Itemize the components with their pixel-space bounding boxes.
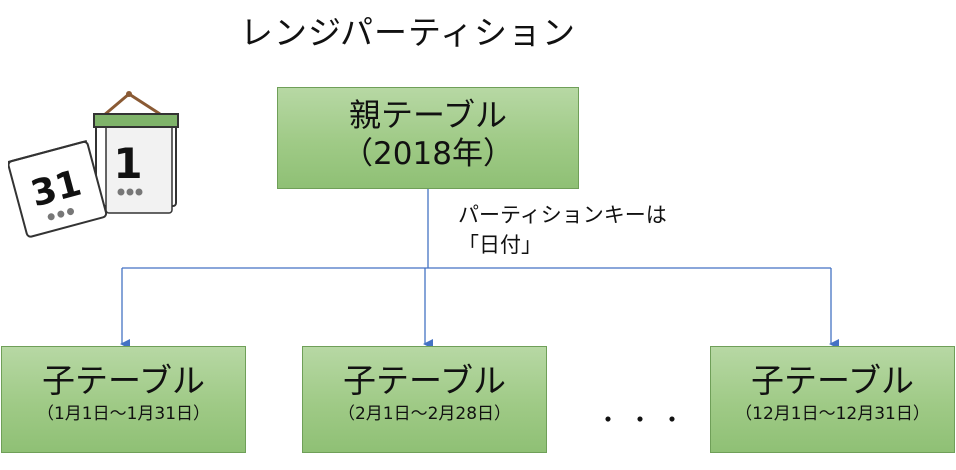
partition-key-line2: 「日付」 bbox=[458, 233, 542, 257]
calendar-icon: 1 31 bbox=[8, 91, 179, 238]
child-table-box-feb: 子テーブル （2月1日～2月28日） bbox=[302, 346, 547, 453]
child-table-range: （2月1日～2月28日） bbox=[337, 404, 512, 424]
calendar-back-day: 1 bbox=[113, 139, 142, 188]
partition-key-line1: パーティションキーは bbox=[458, 203, 667, 227]
child-table-label: 子テーブル bbox=[750, 361, 915, 400]
diagram-title: レンジパーティション bbox=[240, 13, 577, 52]
partition-key-label: パーティションキーは 「日付」 bbox=[458, 200, 667, 260]
child-table-range: （1月1日～1月31日） bbox=[36, 404, 211, 424]
child-table-range: （12月1日～12月31日） bbox=[735, 404, 930, 424]
parent-table-label: 親テーブル bbox=[348, 96, 508, 134]
ellipsis: ・・・ bbox=[596, 406, 692, 434]
parent-table-box: 親テーブル （2018年） bbox=[277, 87, 579, 189]
child-table-label: 子テーブル bbox=[342, 361, 507, 400]
child-table-box-jan: 子テーブル （1月1日～1月31日） bbox=[1, 346, 246, 453]
parent-table-year: （2018年） bbox=[342, 136, 514, 172]
child-table-box-dec: 子テーブル （12月1日～12月31日） bbox=[710, 346, 955, 453]
child-table-label: 子テーブル bbox=[41, 361, 206, 400]
